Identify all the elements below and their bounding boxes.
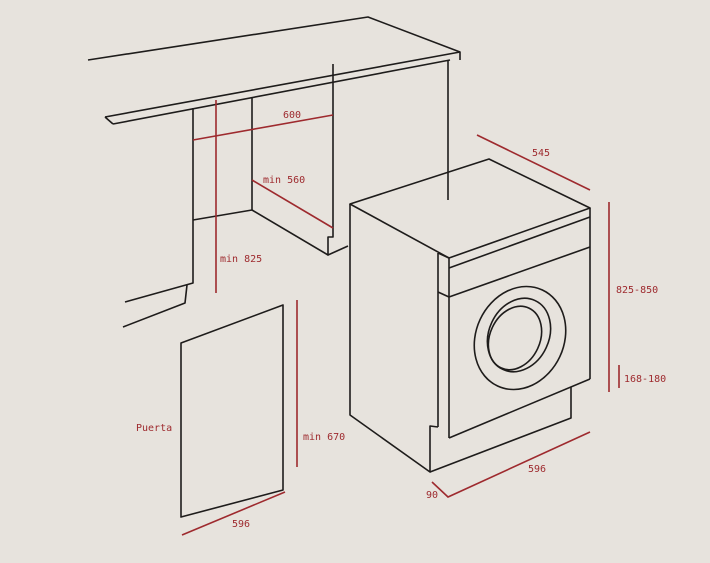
left-cabinet-side	[124, 108, 194, 303]
niche-depth-label: min 560	[263, 175, 305, 186]
side-panel-mid	[437, 291, 450, 298]
machine-depth-label: 545	[532, 148, 550, 159]
niche-height-label: min 825	[220, 254, 262, 265]
cabinet-niche	[87, 16, 461, 328]
left-cabinet-plinth	[122, 284, 188, 328]
door-height-label: min 670	[303, 432, 345, 443]
washing-machine	[349, 158, 591, 473]
machine-front-bottom	[448, 378, 591, 439]
niche-floor-edge	[327, 245, 349, 256]
countertop-bottom-edge	[112, 59, 451, 125]
machine-top	[349, 158, 591, 259]
countertop-top	[87, 16, 461, 61]
niche-depth-line	[251, 179, 334, 229]
niche-width-line	[192, 114, 334, 141]
door-label: Puerta	[136, 423, 172, 434]
machine-top-trim	[448, 216, 591, 269]
machine-height-label: 825-850	[616, 285, 658, 296]
door-outer-ring	[473, 285, 567, 391]
door-panel	[180, 304, 284, 518]
countertop-corner	[104, 116, 114, 125]
machine-depth-line	[476, 134, 591, 191]
door-width-line	[181, 491, 286, 536]
countertop-front-edge	[104, 51, 461, 118]
door-glass	[487, 305, 543, 371]
plinth-setback-label: 90	[426, 490, 438, 501]
plinth-height-label: 168-180	[624, 374, 666, 385]
machine-width-line	[431, 431, 591, 498]
machine-plinth	[429, 387, 572, 473]
machine-panel-line	[448, 246, 591, 298]
machine-width-label: 596	[528, 464, 546, 475]
niche-floor-back	[192, 209, 253, 221]
side-panel-top	[437, 252, 450, 259]
door-width-label: 596	[232, 519, 250, 530]
niche-floor-right	[251, 64, 334, 256]
niche-width-label: 600	[283, 110, 301, 121]
